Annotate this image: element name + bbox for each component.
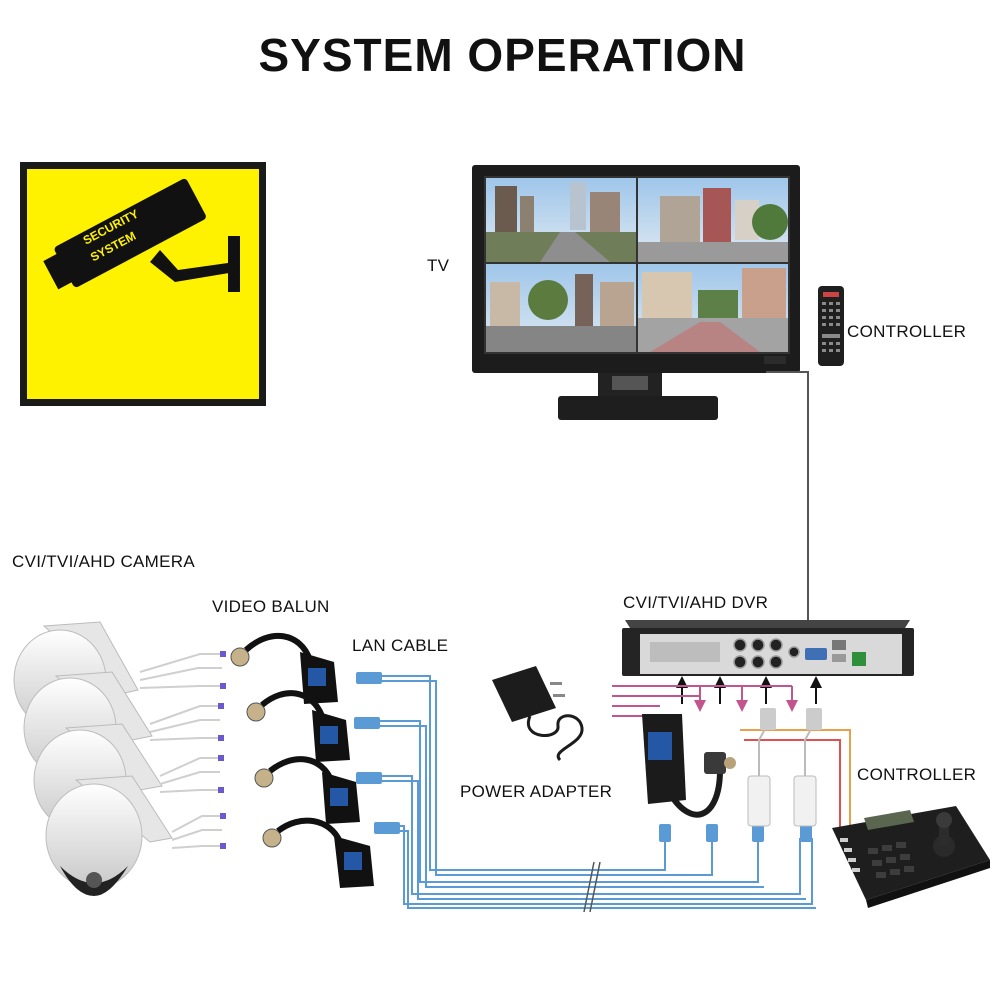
rs485-lines — [740, 729, 851, 830]
receiver-balun-icon — [642, 714, 736, 818]
tv-label: TV — [427, 256, 450, 275]
remote-icon — [818, 286, 844, 366]
monitor-view-2 — [638, 178, 788, 262]
tv-dvr-cable — [766, 371, 809, 620]
monitor-view-1 — [486, 178, 636, 262]
lan-plugs-left — [354, 672, 400, 834]
security-sign: SECURITY SYSTEM — [20, 162, 266, 406]
lan-plugs-right — [659, 824, 812, 842]
power-lines — [612, 685, 792, 717]
power-adapter-icon — [492, 666, 584, 762]
power-adapter-label: POWER ADAPTER — [460, 782, 613, 801]
security-camera-icon — [43, 178, 240, 292]
video-balun-label: VIDEO BALUN — [212, 597, 330, 616]
dvr-icon — [622, 620, 914, 676]
dome-camera-icon — [13, 621, 226, 896]
monitor-icon — [472, 165, 800, 420]
remote-controller-label: CONTROLLER — [847, 322, 967, 341]
camera-label: CVI/TVI/AHD CAMERA — [12, 552, 195, 571]
lan-cable-label: LAN CABLE — [352, 636, 449, 655]
monitor-view-3 — [486, 264, 636, 352]
cable-break-mark — [583, 861, 595, 913]
ptz-keyboard-icon — [832, 806, 990, 908]
balun-icon — [230, 632, 374, 888]
passive-balun-icon — [747, 708, 822, 827]
dvr-label: CVI/TVI/AHD DVR — [623, 593, 769, 612]
keyboard-controller-label: CONTROLLER — [857, 765, 977, 784]
monitor-view-4 — [638, 264, 788, 352]
page-title: SYSTEM OPERATION — [258, 29, 747, 81]
